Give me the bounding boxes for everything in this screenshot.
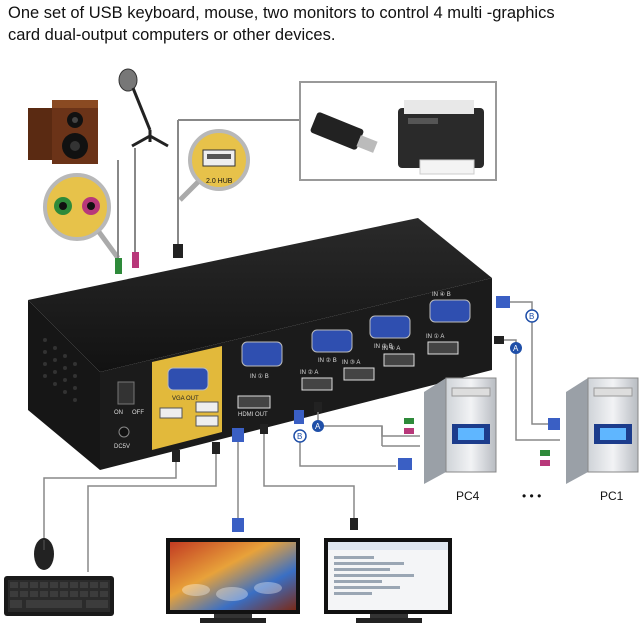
bottom-connectors xyxy=(172,424,358,532)
marker-b-right-text: B xyxy=(529,312,534,321)
in2-b-label: IN ② B xyxy=(318,357,337,364)
in2-b-vga-port[interactable] xyxy=(311,329,353,353)
in4-a-hdmi-port[interactable] xyxy=(383,353,415,367)
in1-a-label: IN ① A xyxy=(426,333,444,340)
bottom-cables xyxy=(43,430,355,572)
in1-a-hdmi-port[interactable] xyxy=(427,341,459,355)
in2-a-label: IN ② A xyxy=(300,369,318,376)
in3-a-hdmi-port[interactable] xyxy=(343,367,375,381)
input-ports: IN ① B IN ② B IN ② A IN ③ B IN ③ A IN ④ … xyxy=(241,291,471,391)
in4-b-label: IN ④ B xyxy=(432,291,451,298)
top-cables xyxy=(115,120,183,274)
audio-jack-icon xyxy=(43,173,121,260)
in1-b-vga-port[interactable] xyxy=(241,341,283,367)
dc-jack[interactable] xyxy=(118,426,130,438)
caption-line-1: One set of USB keyboard, mouse, two moni… xyxy=(8,4,555,22)
speaker-icon xyxy=(28,100,98,164)
in1-b-label: IN ① B xyxy=(250,373,269,380)
marker-a-right-text: A xyxy=(513,344,519,353)
usb-drive-icon xyxy=(310,112,378,153)
in4-a-label: IN ④ A xyxy=(382,345,400,352)
cable-connectors xyxy=(294,296,560,470)
dc-label: DC5V xyxy=(114,444,130,450)
hdmi-out-label: HDMI OUT xyxy=(238,412,268,418)
vga-out-label: VGA OUT xyxy=(172,396,199,402)
mouse-icon xyxy=(34,538,54,570)
power-off-label: OFF xyxy=(132,410,144,416)
pc-cables xyxy=(299,301,560,467)
route-markers: B A A B xyxy=(293,309,539,443)
usb-hub-label: 2.0 HUB xyxy=(206,178,233,185)
power-on-label: ON xyxy=(114,410,123,416)
caption: One set of USB keyboard, mouse, two moni… xyxy=(8,2,628,46)
usb-port-2[interactable] xyxy=(195,401,219,413)
in4-b-vga-port[interactable] xyxy=(429,299,471,323)
hdmi-out-port[interactable] xyxy=(237,395,271,409)
side-vents xyxy=(43,338,77,402)
marker-a-left xyxy=(312,420,324,432)
usb-hub-icon: 2.0 HUB xyxy=(178,129,250,202)
pc1-label: PC1 xyxy=(600,489,624,503)
pc-tower-icon xyxy=(424,377,497,484)
usb-port-3[interactable] xyxy=(195,415,219,427)
marker-a-right xyxy=(510,342,522,354)
pc-tower-icon xyxy=(566,377,639,484)
in3-b-label: IN ③ B xyxy=(374,343,393,350)
power-switch[interactable] xyxy=(117,381,135,405)
in3-b-vga-port[interactable] xyxy=(369,315,411,339)
in2-a-hdmi-port[interactable] xyxy=(301,377,333,391)
kvm-switch: ON OFF DC5V VGA OUT HDMI OUT IN ① B IN ②… xyxy=(28,218,492,470)
usb-port-1[interactable] xyxy=(159,407,183,419)
keyboard-icon xyxy=(4,576,114,616)
marker-a-left-text: A xyxy=(315,422,321,431)
marker-b-left xyxy=(293,429,307,443)
caption-line-2: card dual-output computers or other devi… xyxy=(8,26,336,44)
monitor-icon xyxy=(324,538,452,623)
in3-a-label: IN ③ A xyxy=(342,359,360,366)
monitor-icon xyxy=(166,538,300,623)
pc4-label: PC4 xyxy=(456,489,480,503)
marker-b-right xyxy=(525,309,539,323)
pc-ellipsis: • • • xyxy=(522,489,541,503)
printer-icon xyxy=(398,100,484,175)
vga-out-port[interactable] xyxy=(167,367,209,391)
microphone-icon xyxy=(118,68,169,148)
peripheral-box xyxy=(178,81,497,181)
marker-b-left-text: B xyxy=(297,432,302,441)
